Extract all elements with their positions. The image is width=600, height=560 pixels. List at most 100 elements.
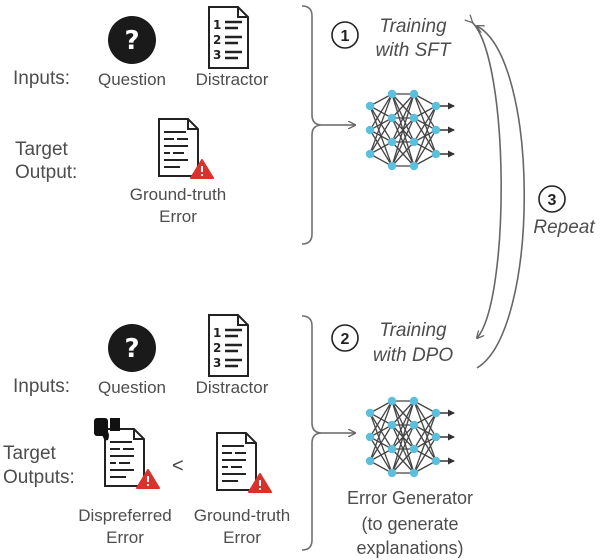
- dispreferred-label-1: Dispreferred: [78, 506, 172, 525]
- warning-icon: [248, 473, 272, 493]
- network-edge: [413, 412, 437, 450]
- question-icon: ?: [108, 16, 156, 64]
- network-edge: [391, 93, 415, 167]
- network-edge: [391, 424, 415, 474]
- network-node: [365, 432, 375, 442]
- gt-error-label-bottom-2: Error: [223, 528, 261, 547]
- network-node: [387, 396, 397, 406]
- generator-label-2: (to generate: [361, 514, 459, 534]
- target-label-top-1: Target: [15, 139, 68, 160]
- top-bracket: [301, 5, 323, 245]
- network-edge: [369, 93, 393, 131]
- network-edge: [391, 117, 415, 167]
- ground-truth-error-icon: [158, 118, 214, 179]
- network-edge: [413, 412, 437, 474]
- svg-text:?: ?: [124, 26, 139, 56]
- network-node: [387, 161, 397, 171]
- network-node: [387, 468, 397, 478]
- svg-text:2: 2: [341, 331, 350, 348]
- dispreferred-error-icon: [104, 428, 160, 489]
- svg-text:3: 3: [548, 192, 557, 209]
- step-1-badge: 1: [331, 21, 359, 49]
- question-icon: ?: [108, 324, 156, 372]
- network-node: [409, 113, 419, 123]
- network-edge: [413, 436, 437, 474]
- distractor-label-top: Distractor: [195, 70, 269, 89]
- network-node: [365, 456, 375, 466]
- distractor-icon: 1 2 3: [208, 6, 249, 69]
- network-node: [431, 149, 441, 159]
- network-edge: [369, 400, 393, 462]
- network-edge: [413, 105, 437, 143]
- network-node: [409, 161, 419, 171]
- network-edge: [369, 117, 393, 155]
- network-edge: [391, 93, 415, 119]
- generator-label-3: explanations): [356, 538, 464, 558]
- svg-text:1: 1: [213, 326, 221, 340]
- network-node: [431, 125, 441, 135]
- network-node: [387, 137, 397, 147]
- svg-text:1: 1: [341, 28, 350, 45]
- network-edge: [391, 400, 415, 474]
- less-than-sign: <: [172, 455, 184, 477]
- dispreferred-label-2: Error: [106, 528, 144, 547]
- inputs-label-bottom: Inputs:: [13, 376, 71, 397]
- network-node: [409, 137, 419, 147]
- svg-text:1: 1: [213, 18, 221, 32]
- svg-text:2: 2: [213, 341, 221, 355]
- network-node: [431, 432, 441, 442]
- step-2-title-line1: Training: [379, 320, 447, 341]
- network-node: [409, 468, 419, 478]
- step-1-title-line1: Training: [379, 16, 447, 37]
- generator-label-1: Error Generator: [346, 488, 474, 508]
- repeat-arrow-down: [472, 22, 502, 338]
- step-1-title-line2: with SFT: [375, 40, 451, 61]
- step-2-badge: 2: [331, 324, 359, 352]
- network-node: [409, 89, 419, 99]
- network-edge: [369, 400, 393, 438]
- network-node: [409, 444, 419, 454]
- inputs-label-top: Inputs:: [13, 68, 71, 89]
- ground-truth-error-icon: [216, 432, 272, 493]
- bottom-bracket: [301, 315, 323, 551]
- target-label-bottom-1: Target: [3, 443, 56, 464]
- network-node: [365, 125, 375, 135]
- step-2-title-line2: with DPO: [372, 345, 454, 366]
- target-label-top-2: Output:: [15, 162, 78, 183]
- network-edge: [391, 448, 415, 474]
- gt-error-label-top-2: Error: [159, 207, 197, 226]
- step-3-badge: 3: [538, 185, 566, 213]
- network-edge: [369, 93, 393, 155]
- svg-text:3: 3: [213, 48, 221, 62]
- network-node: [431, 408, 441, 418]
- network-node: [409, 396, 419, 406]
- network-node: [387, 89, 397, 99]
- network-node: [431, 456, 441, 466]
- target-label-bottom-2: Outputs:: [3, 467, 75, 488]
- network-edge: [391, 400, 415, 450]
- question-label-top: Question: [97, 70, 167, 89]
- network-edge: [391, 93, 415, 143]
- svg-text:?: ?: [124, 334, 139, 364]
- network-node: [387, 113, 397, 123]
- network-edge: [391, 400, 415, 426]
- repeat-arrow-up: [477, 26, 525, 369]
- gt-error-label-bottom-1: Ground-truth: [193, 506, 291, 525]
- network-node: [409, 420, 419, 430]
- repeat-label: Repeat: [533, 217, 595, 238]
- network-node: [387, 420, 397, 430]
- neural-network-icon-dpo: [365, 396, 455, 478]
- network-node: [431, 101, 441, 111]
- thumbs-down-icon: [94, 418, 120, 441]
- network-edge: [413, 129, 437, 167]
- distractor-label-bottom: Distractor: [195, 378, 269, 397]
- warning-icon: [190, 159, 214, 179]
- gt-error-label-top-1: Ground-truth: [129, 185, 227, 204]
- svg-text:3: 3: [213, 356, 221, 370]
- warning-icon: [136, 469, 160, 489]
- svg-text:2: 2: [213, 33, 221, 47]
- distractor-icon: 1 2 3: [208, 314, 249, 377]
- network-edge: [391, 141, 415, 167]
- network-node: [365, 149, 375, 159]
